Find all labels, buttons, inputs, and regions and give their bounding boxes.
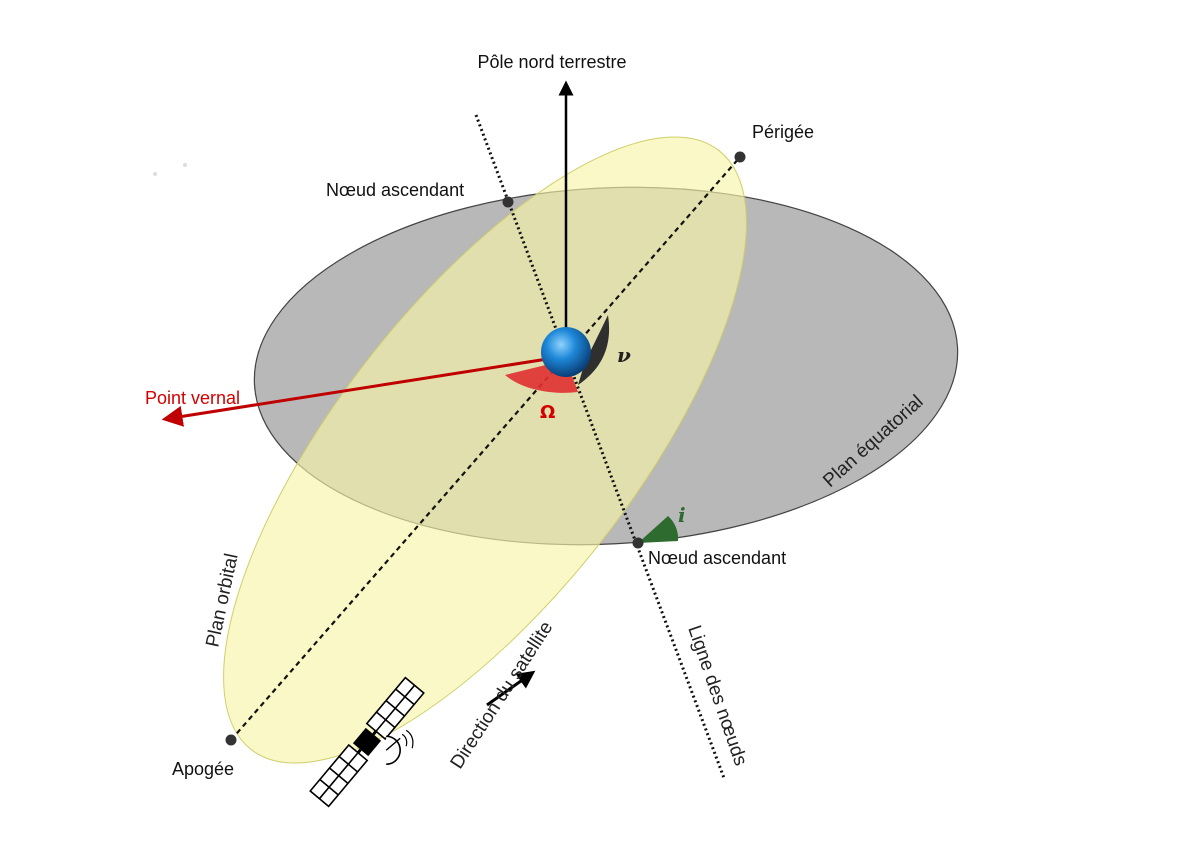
nu-label: ν [617, 343, 631, 367]
stray-dot [183, 163, 187, 167]
ascending-node-top-point [502, 196, 514, 208]
inclination-angle-arc [638, 516, 679, 543]
satellite-direction-arrow [486, 670, 536, 707]
vernal-point-arrow [161, 355, 561, 427]
ligne-des-noeuds-label: Ligne des nœuds [683, 623, 751, 769]
pole-nord-label: Pôle nord terrestre [477, 52, 626, 72]
perigee-label: Périgée [752, 122, 814, 142]
earth-icon [541, 327, 591, 377]
orbital-plane [223, 136, 747, 764]
apogee-point [225, 734, 237, 746]
perigee-point [734, 151, 746, 163]
inclination-label: i [678, 503, 686, 527]
point-vernal-label: Point vernal [145, 388, 240, 408]
nu-angle-arc [578, 315, 610, 385]
satellite-icon [309, 676, 425, 808]
ascending-node-top-label: Nœud ascendant [326, 180, 464, 200]
apsides-line [230, 156, 741, 741]
apogee-label: Apogée [172, 759, 234, 779]
stray-dot [153, 172, 157, 176]
omega-label: Ω [540, 402, 555, 423]
ascending-node-bottom-label: Nœud ascendant [648, 548, 786, 568]
ascending-node-bottom-point [632, 537, 644, 549]
